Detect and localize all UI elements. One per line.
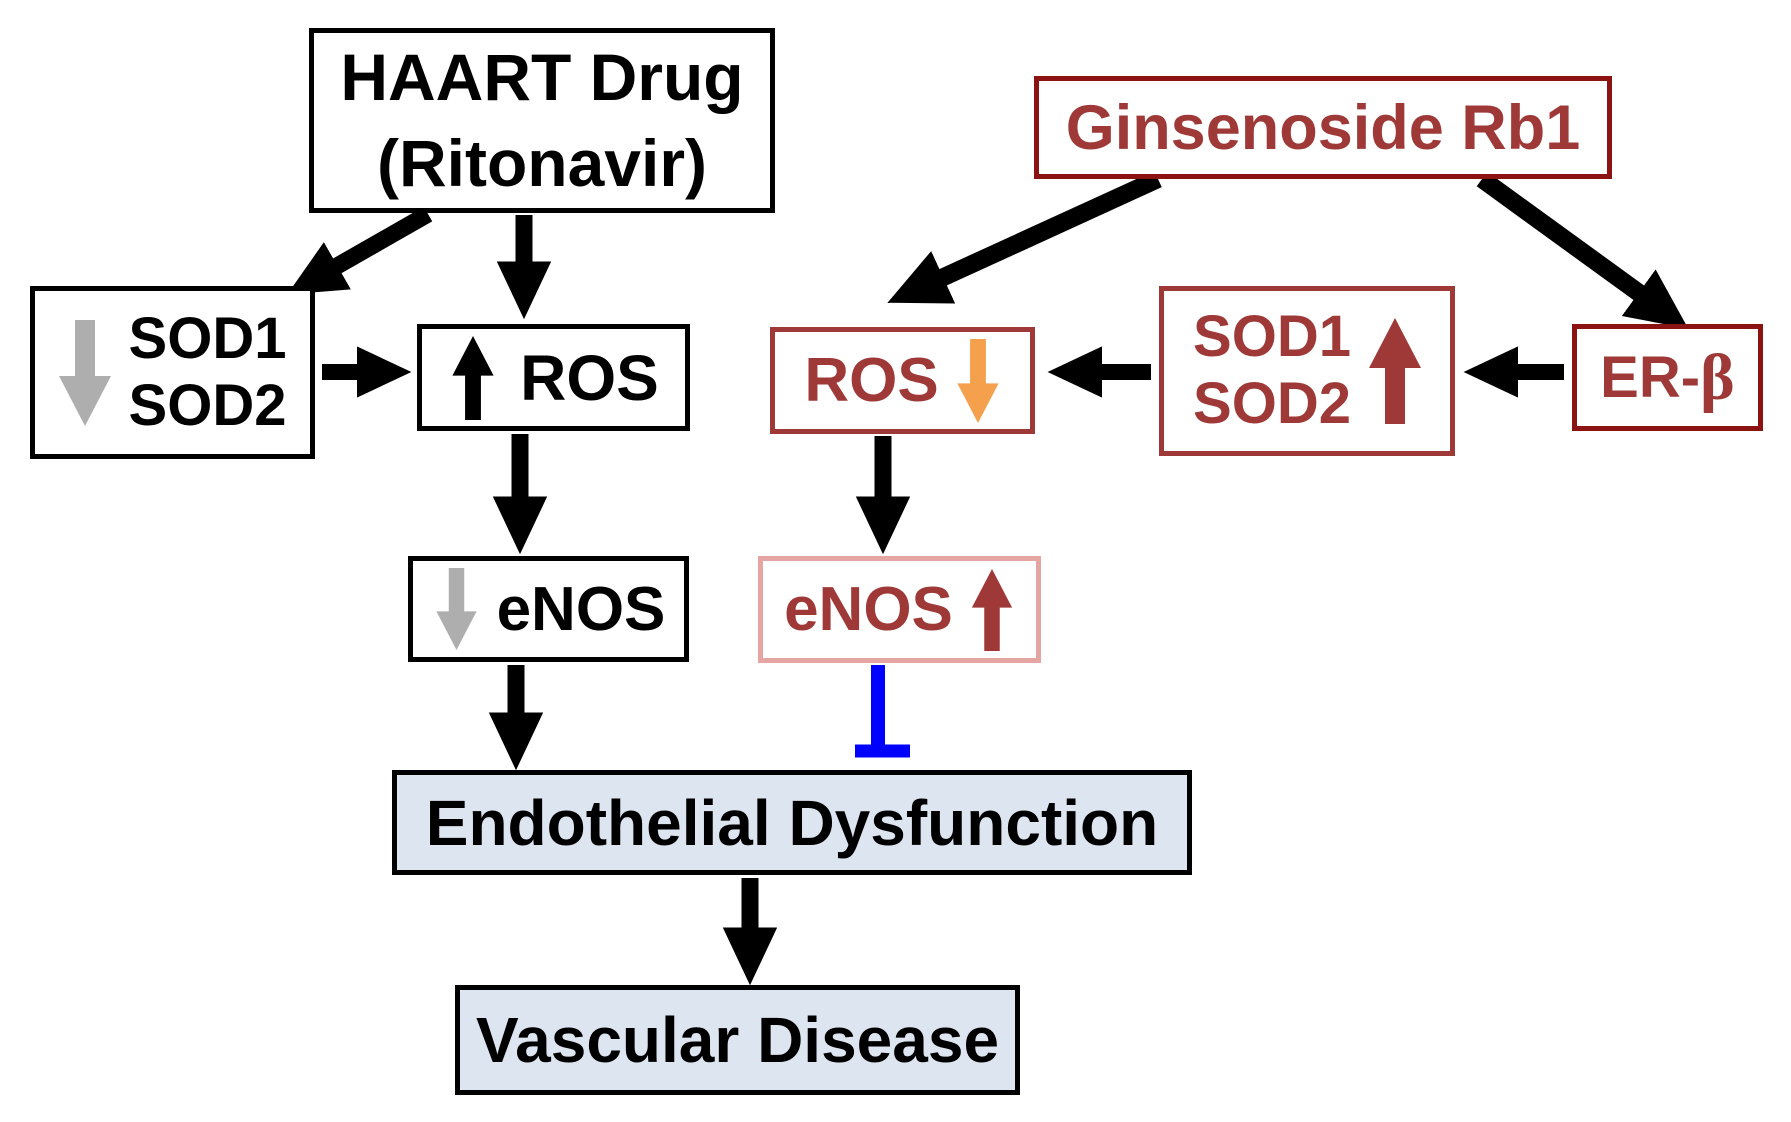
node-sod-decrease: SOD1 SOD2 <box>30 286 315 459</box>
edge-haart-to-sod-decrease <box>287 206 433 295</box>
enos-decrease-label: eNOS <box>496 574 666 644</box>
node-enos-decrease: eNOS <box>408 556 689 662</box>
red-up-arrow-icon <box>971 568 1013 651</box>
endothelial-label: Endothelial Dysfunction <box>425 786 1159 859</box>
orange-down-arrow-icon <box>957 338 999 423</box>
haart-label-line2: (Ritonavir) <box>377 125 707 200</box>
node-endothelial-dysfunction: Endothelial Dysfunction <box>392 770 1192 875</box>
red-up-arrow-icon <box>1368 318 1421 424</box>
vascular-label: Vascular Disease <box>475 1004 1000 1076</box>
sod2-label: SOD2 <box>128 372 287 438</box>
node-er-beta: ER-β <box>1572 324 1763 431</box>
gray-down-arrow-icon <box>435 568 477 650</box>
haart-label-line1: HAART Drug <box>340 39 744 114</box>
node-ros-increase: ROS <box>417 324 690 431</box>
node-haart-drug: HAART Drug (Ritonavir) <box>309 28 775 213</box>
edge-ginsenoside-to-er-beta <box>1476 171 1689 329</box>
node-ginsenoside-rb1: Ginsenoside Rb1 <box>1034 76 1612 179</box>
er-beta-prefix: ER- <box>1600 345 1701 410</box>
node-ros-decrease: ROS <box>770 327 1035 434</box>
ros-increase-label: ROS <box>520 341 659 414</box>
enos-increase-label: eNOS <box>784 575 953 644</box>
sod-increase-labels: SOD1 SOD2 <box>1193 304 1351 437</box>
node-sod-increase: SOD1 SOD2 <box>1159 286 1455 456</box>
edge-enos-increase-inhibits-endothelial <box>855 665 910 758</box>
sod-decrease-labels: SOD1 SOD2 <box>129 306 287 439</box>
sod2-up-label: SOD2 <box>1193 371 1351 436</box>
edge-ginsenoside-to-ros-decrease <box>887 170 1162 304</box>
gray-down-arrow-icon <box>58 319 111 426</box>
ros-decrease-label: ROS <box>804 346 939 415</box>
ginsenoside-label: Ginsenoside Rb1 <box>1065 92 1581 163</box>
black-up-arrow-icon <box>452 335 494 420</box>
sod1-up-label: SOD1 <box>1193 304 1351 370</box>
node-enos-increase: eNOS <box>758 556 1041 663</box>
sod1-label: SOD1 <box>128 305 287 371</box>
beta-glyph: β <box>1700 340 1735 414</box>
node-vascular-disease: Vascular Disease <box>455 985 1020 1095</box>
